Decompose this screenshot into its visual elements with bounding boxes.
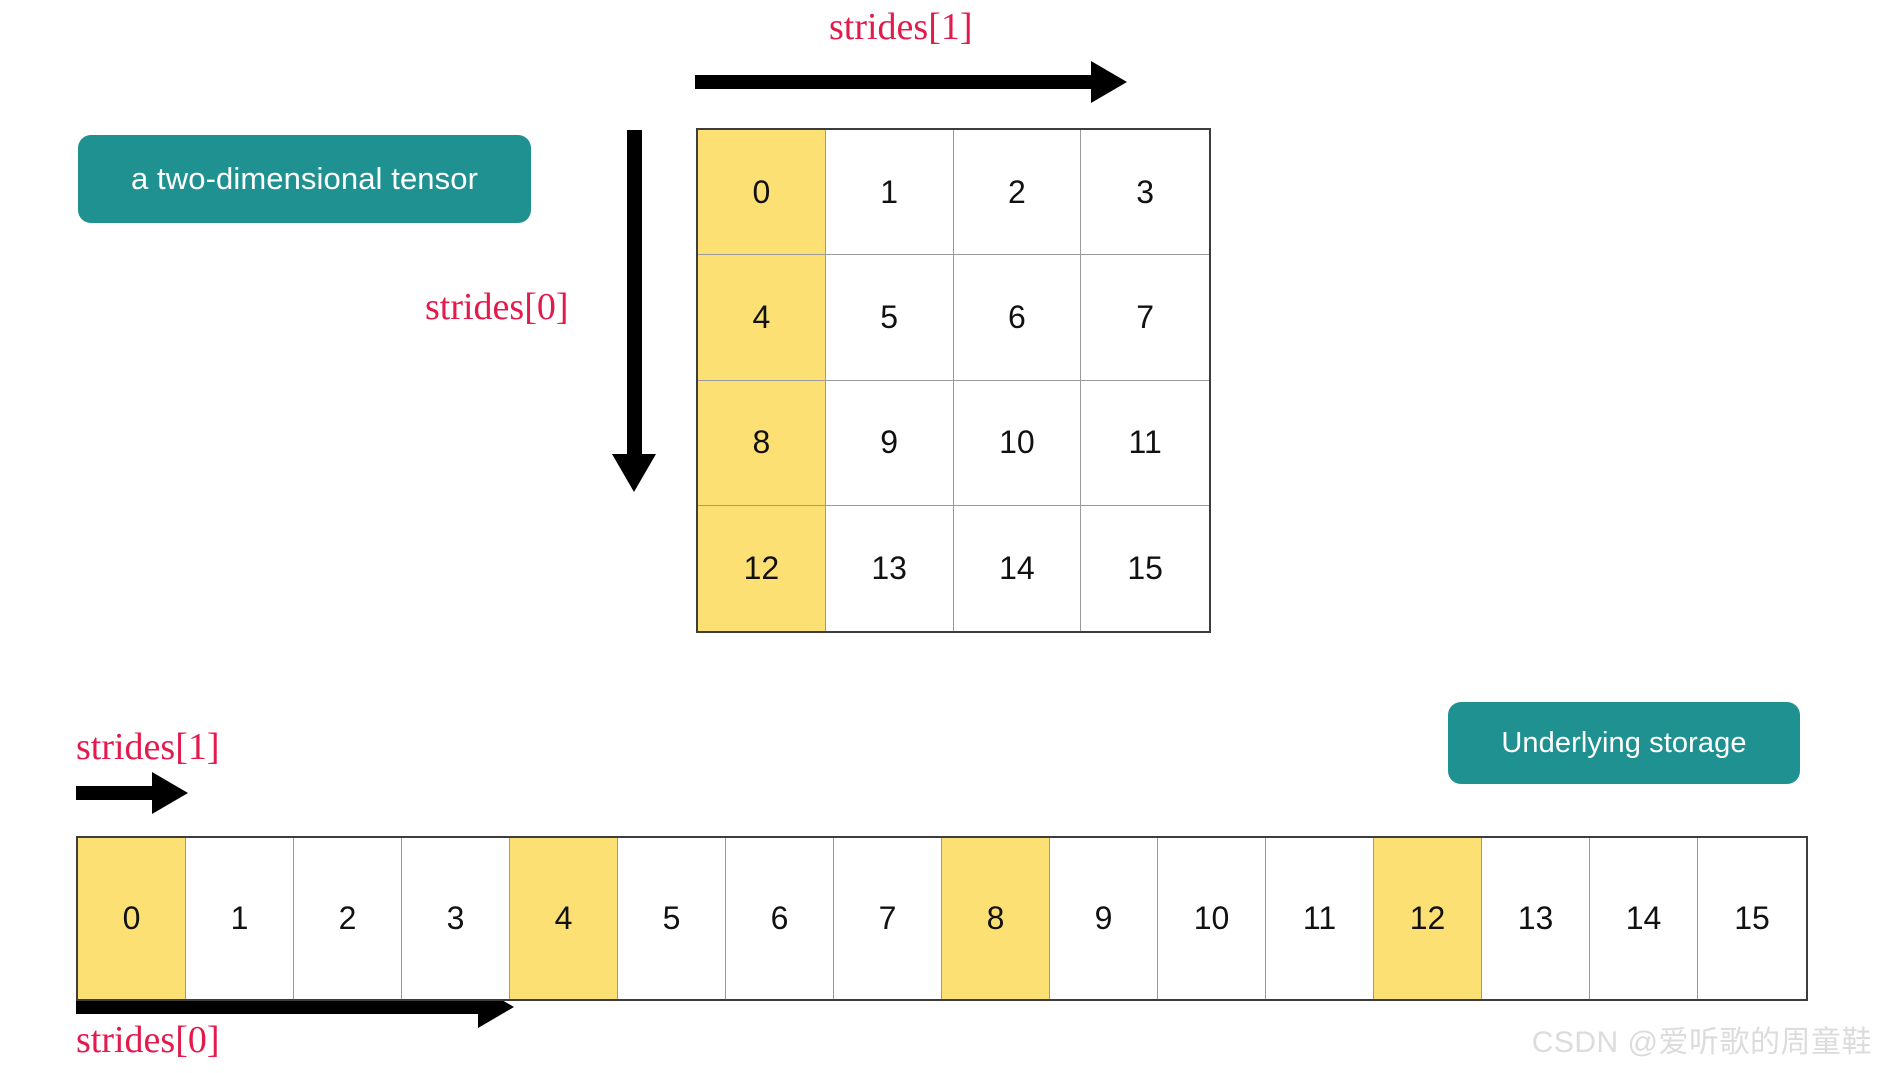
matrix-cell-r2-c3: 11 — [1081, 380, 1209, 506]
storage-cell-2: 2 — [294, 838, 402, 999]
matrix-cell-r2-c1: 9 — [825, 380, 954, 506]
storage-cell-1: 1 — [186, 838, 294, 999]
strides-1-label-storage: strides[1] — [76, 726, 220, 768]
csdn-watermark: CSDN @爱听歌的周童鞋 — [1531, 1026, 1872, 1059]
storage-cell-15: 15 — [1698, 838, 1806, 999]
storage-cell-8: 8 — [942, 838, 1050, 999]
matrix-cell-r0-c1: 1 — [825, 130, 954, 256]
matrix-cell-r3-c3: 15 — [1081, 505, 1209, 631]
matrix-cell-r1-c2: 6 — [953, 255, 1082, 381]
matrix-cell-r1-c3: 7 — [1081, 255, 1209, 381]
underlying-storage-badge: Underlying storage — [1448, 702, 1800, 784]
matrix-cell-r2-c2: 10 — [953, 380, 1082, 506]
matrix-cell-r2-c0: 8 — [698, 380, 826, 506]
matrix-cell-r1-c1: 5 — [825, 255, 954, 381]
tensor-label-badge: a two-dimensional tensor — [78, 135, 531, 223]
storage-cell-12: 12 — [1374, 838, 1482, 999]
storage-cell-7: 7 — [834, 838, 942, 999]
matrix-cell-r3-c0: 12 — [698, 505, 826, 631]
matrix-cell-r3-c2: 14 — [953, 505, 1082, 631]
tensor-label-text: a two-dimensional tensor — [130, 161, 479, 196]
matrix-cell-r1-c0: 4 — [698, 255, 826, 381]
storage-cell-4: 4 — [510, 838, 618, 999]
storage-cell-10: 10 — [1158, 838, 1266, 999]
storage-cell-3: 3 — [402, 838, 510, 999]
storage-cell-9: 9 — [1050, 838, 1158, 999]
arrow-head — [1091, 61, 1127, 103]
storage-cell-5: 5 — [618, 838, 726, 999]
strides-1-label-top: strides[1] — [829, 6, 973, 48]
storage-cell-13: 13 — [1482, 838, 1590, 999]
matrix-cell-r0-c2: 2 — [953, 130, 1082, 256]
arrow-head — [612, 454, 656, 492]
storage-cell-11: 11 — [1266, 838, 1374, 999]
storage-cell-6: 6 — [726, 838, 834, 999]
underlying-storage-text: Underlying storage — [1501, 726, 1747, 759]
arrow-shaft — [695, 75, 1091, 89]
matrix-cell-r0-c3: 3 — [1081, 130, 1209, 256]
arrow-head — [152, 772, 188, 814]
arrow-shaft — [76, 786, 152, 800]
arrow-shaft — [627, 130, 642, 456]
storage-cell-0: 0 — [78, 838, 186, 999]
storage-cell-14: 14 — [1590, 838, 1698, 999]
matrix-cell-r0-c0: 0 — [698, 130, 826, 256]
arrow-shaft — [76, 1000, 478, 1014]
strides-0-label-left: strides[0] — [425, 286, 569, 328]
matrix-cell-r3-c1: 13 — [825, 505, 954, 631]
strides-0-label-storage: strides[0] — [76, 1019, 220, 1061]
